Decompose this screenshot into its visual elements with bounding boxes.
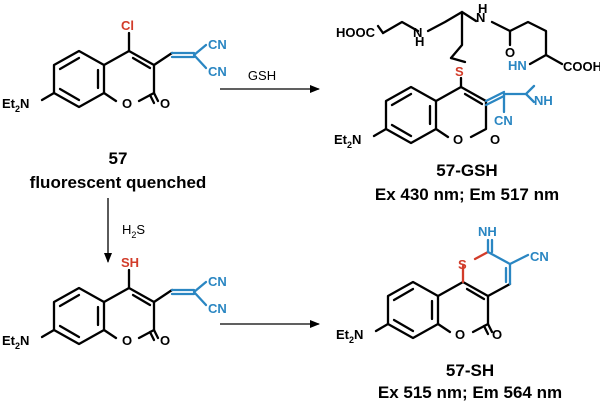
c57gsh-net2-label: Et2N [334, 132, 361, 150]
int-ring-o-label: O [122, 333, 132, 348]
c57sh-s-label: S [458, 257, 467, 272]
c57-ring-o-label: O [122, 96, 132, 111]
c57-carbonyl-o-label: O [160, 96, 170, 111]
int-cn-label-bottom: CN [208, 301, 227, 316]
c57-dicyanovinyl [170, 43, 208, 70]
c57sh-benzene-inner [392, 287, 434, 333]
c57-cn-label-top: CN [208, 37, 227, 52]
c57sh-benzene-ring [386, 280, 440, 340]
int-et-text: Et [2, 333, 16, 348]
int-pyranone-double [131, 293, 152, 307]
c57gsh-pyranone-double [463, 92, 484, 106]
gsh-glycine-carbonyl [376, 24, 385, 35]
c57gsh-s-ch2-bond [449, 56, 467, 64]
gsh-hn-label: HN [508, 58, 527, 73]
c57-benzene-inner [58, 56, 100, 102]
c57gsh-nh-label: NH [534, 93, 553, 108]
c57sh-nh-label: NH [478, 224, 497, 239]
gsh-amide-o-label: O [505, 45, 515, 60]
gsh-h-under-n: H [415, 34, 424, 49]
h2s-s-text: S [136, 222, 145, 237]
c57sh-net2-label: Et2N [336, 327, 363, 345]
gsh-glu-chain [490, 20, 564, 66]
c57-n-text: N [20, 96, 29, 111]
compound-57sh-label: 57-SH [446, 361, 494, 380]
c57gsh-ring-o-label: O [453, 132, 463, 147]
int-vinyl [152, 288, 174, 304]
int-benzene-inner [58, 293, 100, 339]
c57gsh-n-text: N [352, 132, 361, 147]
c57sh-thiopyran-ring [486, 282, 512, 298]
c57gsh-amidine [502, 84, 536, 114]
int-n-text: N [20, 333, 29, 348]
compound-57gsh-spectra: Ex 430 nm; Em 517 nm [375, 185, 559, 204]
c57gsh-benzene-ring [384, 85, 438, 145]
c57sh-thiopyran-blue [486, 238, 530, 286]
c57sh-n-bond [374, 322, 390, 333]
c57gsh-cn-label: CN [494, 113, 513, 128]
c57sh-et-text: Et [336, 327, 350, 342]
compound-57sh-structure: NH S CN O O Et2N [336, 224, 549, 345]
int-sh-label: SH [121, 255, 139, 270]
c57-cn-label-bottom: CN [208, 64, 227, 79]
c57gsh-et-text: Et [334, 132, 348, 147]
compound-57-sh-intermediate: SH CN CN O O Et2N [2, 255, 227, 351]
gsh-glycine-chain [381, 20, 420, 35]
gsh-amide-h-label: H [478, 1, 487, 16]
c57-carbonyl [148, 91, 160, 105]
c57sh-et-sub: 2 [349, 335, 354, 345]
c57-vinyl [152, 51, 174, 67]
int-benzene-ring [52, 286, 106, 346]
c57sh-pyranone-ring [436, 280, 490, 334]
compound-57-note: fluorescent quenched [30, 173, 207, 192]
c57gsh-s-label: S [455, 64, 464, 79]
c57sh-cn-label: CN [530, 249, 549, 264]
gsh-hn-bond [528, 53, 548, 66]
int-dicyanovinyl [170, 280, 208, 307]
compound-57-label: 57 [109, 149, 128, 168]
int-et-sub: 2 [15, 341, 20, 351]
gsh-amide-n-label: N [476, 10, 485, 25]
compound-57gsh-label: 57-GSH [436, 161, 497, 180]
c57-net2-label: Et2N [2, 96, 29, 114]
c57gsh-carbonyl-o-label: O [490, 132, 500, 147]
c57sh-ring-o-label: O [455, 327, 465, 342]
compound-57-structure: Cl CN CN O O Et2N [2, 18, 227, 114]
int-pyranone-ring [102, 286, 156, 340]
c57gsh-benzene-inner [390, 92, 432, 138]
int-carbonyl [148, 328, 160, 342]
int-cn-label-top: CN [208, 274, 227, 289]
c57sh-n-text: N [354, 327, 363, 342]
gsh-cys-chain [426, 10, 478, 60]
compound-57sh-spectra: Ex 515 nm; Em 564 nm [378, 383, 562, 402]
c57sh-pyranone-double [465, 287, 486, 301]
c57-et-sub: 2 [15, 104, 20, 114]
int-carbonyl-o-label: O [160, 333, 170, 348]
compound-57gsh-structure: HOOC N H N H O COOH HN S NH CN O O Et2N [334, 1, 600, 150]
gsh-nh-label: N [413, 25, 422, 40]
gsh-cooh-label: COOH [563, 59, 600, 74]
c57sh-thiopyran-s-bonds [461, 250, 490, 284]
c57gsh-et-sub: 2 [347, 140, 352, 150]
c57sh-carbonyl-o-label: O [492, 327, 502, 342]
c57sh-carbonyl [482, 322, 494, 336]
h2s-reagent-label: H2S [122, 222, 145, 240]
c57gsh-vinyl [484, 90, 506, 107]
c57-et-text: Et [2, 96, 16, 111]
c57gsh-n-bond [372, 127, 388, 138]
gsh-n-text: N [413, 25, 422, 40]
c57gsh-pyranone-ring [434, 85, 488, 139]
h2s-sub-text: 2 [131, 230, 136, 240]
c57-cl-label: Cl [121, 18, 134, 33]
int-n-bond [40, 328, 56, 339]
int-net2-label: Et2N [2, 333, 29, 351]
c57-pyranone-double [131, 56, 152, 70]
c57-pyranone-ring [102, 49, 156, 103]
c57-n-bond [40, 91, 56, 102]
gsh-reagent-label: GSH [248, 68, 276, 83]
c57-benzene-ring [52, 49, 106, 109]
h2s-h-text: H [122, 222, 131, 237]
gsh-hooc-label: HOOC [336, 25, 376, 40]
